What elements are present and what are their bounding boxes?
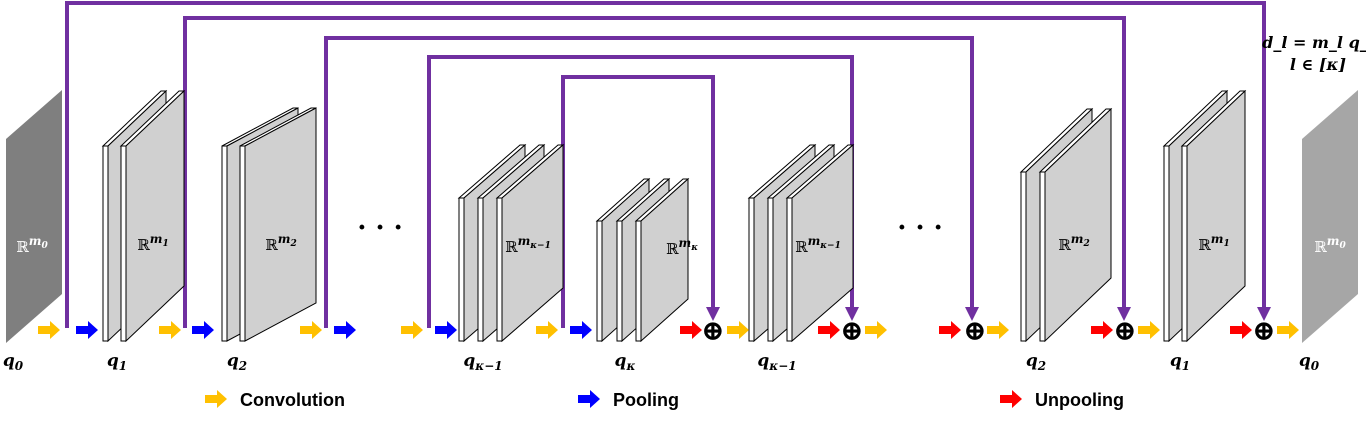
sum-nodes: ⊕ ⊕ ⊕ ⊕ ⊕ [701, 314, 1275, 347]
pool-arrow-1 [76, 321, 98, 339]
pool-arrow-3 [334, 321, 356, 339]
legend-conv-label: Convolution [240, 390, 345, 410]
stack-qk1-up-layer-3-edge [786, 197, 793, 342]
stage-label-2: q1 [107, 351, 127, 373]
skip-arrowhead-1 [1257, 307, 1271, 321]
stack-q2-layer-2-edge [239, 145, 246, 342]
space-label-1: ℝm0 [16, 234, 48, 256]
space-label-5: ℝmκ [666, 236, 698, 258]
pool-arrow-2 [192, 321, 214, 339]
skip-arrowhead-3 [965, 307, 979, 321]
legend-conv-arrow [205, 390, 227, 408]
space-label-9: ℝm0 [1314, 234, 1346, 256]
legend-pool-arrow [578, 390, 600, 408]
stage-label-7: q2 [1026, 351, 1046, 373]
dots-left: · · · [357, 213, 402, 243]
unpool-arrow-4 [1091, 321, 1113, 339]
stage-label-5: qκ [615, 351, 636, 373]
conv-arrow-10 [1277, 321, 1299, 339]
skip-line-1 [65, 1, 1266, 328]
stage-label-9: q0 [1299, 351, 1320, 373]
sum-node-1: ⊕ [701, 314, 724, 347]
space-label-4: ℝmκ−1 [505, 234, 551, 256]
conv-arrow-9 [1138, 321, 1160, 339]
stack-q1-up-layer-2-face [1186, 89, 1246, 343]
unpool-arrow-1 [680, 321, 702, 339]
skip-arrowhead-5 [706, 307, 720, 321]
pool-arrow-4 [435, 321, 457, 339]
stack-qk-layer-3-edge [635, 220, 642, 342]
stack-q2-up-layer-1-edge [1020, 171, 1027, 342]
space-label-6: ℝmκ−1 [795, 234, 841, 256]
sum-node-4: ⊕ [1113, 314, 1136, 347]
stack-qk1-layer-3-edge [496, 197, 503, 342]
stack-q2-up-layer-2-edge [1039, 171, 1046, 342]
stack-qk-layer-1-edge [596, 220, 603, 342]
stack-qk1-up-layer-3-face [791, 143, 854, 343]
sum-node-5: ⊕ [1252, 314, 1275, 347]
stack-qk1-layer-2-edge [477, 197, 484, 342]
conv-arrow-3 [300, 321, 322, 339]
stage-label-1: q0 [3, 351, 24, 373]
dots-right: · · · [897, 213, 942, 243]
stack-qk1-layer-3-face [501, 143, 564, 343]
skip-line-3 [324, 36, 974, 328]
space-label-2: ℝm1 [137, 232, 168, 254]
legend-pool-label: Pooling [613, 390, 679, 410]
stage-labels: q0 q1 q2 qκ−1 qκ qκ−1 q2 q1 q0 [3, 351, 1320, 373]
skip-arrowhead-2 [1117, 307, 1131, 321]
space-label-3: ℝm2 [265, 232, 296, 254]
space-label-7: ℝm2 [1058, 232, 1089, 254]
stack-qk-layer-3-face [640, 177, 689, 343]
conv-arrow-2 [159, 321, 181, 339]
pool-arrow-5 [570, 321, 592, 339]
input-slab [6, 90, 62, 343]
equation-line1: d_l = m_l q_l [1262, 33, 1366, 52]
stage-label-4: qκ−1 [463, 351, 502, 373]
legend: Convolution Pooling Unpooling [240, 390, 1124, 410]
conv-arrow-6 [727, 321, 749, 339]
conv-arrow-8 [987, 321, 1009, 339]
stack-q1-layer-2-face [125, 89, 185, 343]
stack-q1-up-layer-1-edge [1163, 145, 1170, 342]
space-label-8: ℝm1 [1198, 232, 1229, 254]
legend-unpool-arrow [1000, 390, 1022, 408]
stack-q1-up-layer-2-edge [1181, 145, 1188, 342]
legend-unpool-label: Unpooling [1035, 390, 1124, 410]
stack-q1-layer-1-edge [102, 145, 109, 342]
stack-qk1-up-layer-2-edge [767, 197, 774, 342]
conv-arrow-4 [401, 321, 423, 339]
conv-arrow-1 [38, 321, 60, 339]
output-slab [1302, 90, 1358, 343]
stack-q2-up-layer-2-face [1044, 107, 1112, 343]
unpool-arrow-2 [818, 321, 840, 339]
stack-qk1-layer-1-edge [458, 197, 465, 342]
skip-line-2 [183, 16, 1126, 328]
stack-qk-layer-2-edge [616, 220, 623, 342]
unpool-arrow-3 [939, 321, 961, 339]
conv-arrow-7 [865, 321, 887, 339]
stage-label-3: q2 [227, 351, 247, 373]
stage-label-8: q1 [1170, 351, 1190, 373]
stack-q2-layer-1-edge [221, 145, 228, 342]
skip-arrowhead-4 [845, 307, 859, 321]
stage-label-6: qκ−1 [757, 351, 796, 373]
stack-q2-layer-2-face [244, 107, 317, 342]
space-labels: ℝm0 ℝm1 ℝm2 ℝmκ−1 ℝmκ ℝmκ−1 ℝm2 ℝm1 ℝm0 [16, 232, 1346, 258]
sum-node-2: ⊕ [840, 314, 863, 347]
conv-arrow-5 [536, 321, 558, 339]
flow-arrows [38, 321, 1299, 408]
sum-node-3: ⊕ [963, 314, 986, 347]
equation-line2: l ∈ [κ] [1290, 55, 1346, 74]
unpool-arrow-5 [1230, 321, 1252, 339]
stack-qk1-up-layer-1-edge [748, 197, 755, 342]
feature-layers [6, 89, 1358, 343]
skip-connections [65, 1, 1271, 328]
stack-q1-layer-2-edge [120, 145, 127, 342]
